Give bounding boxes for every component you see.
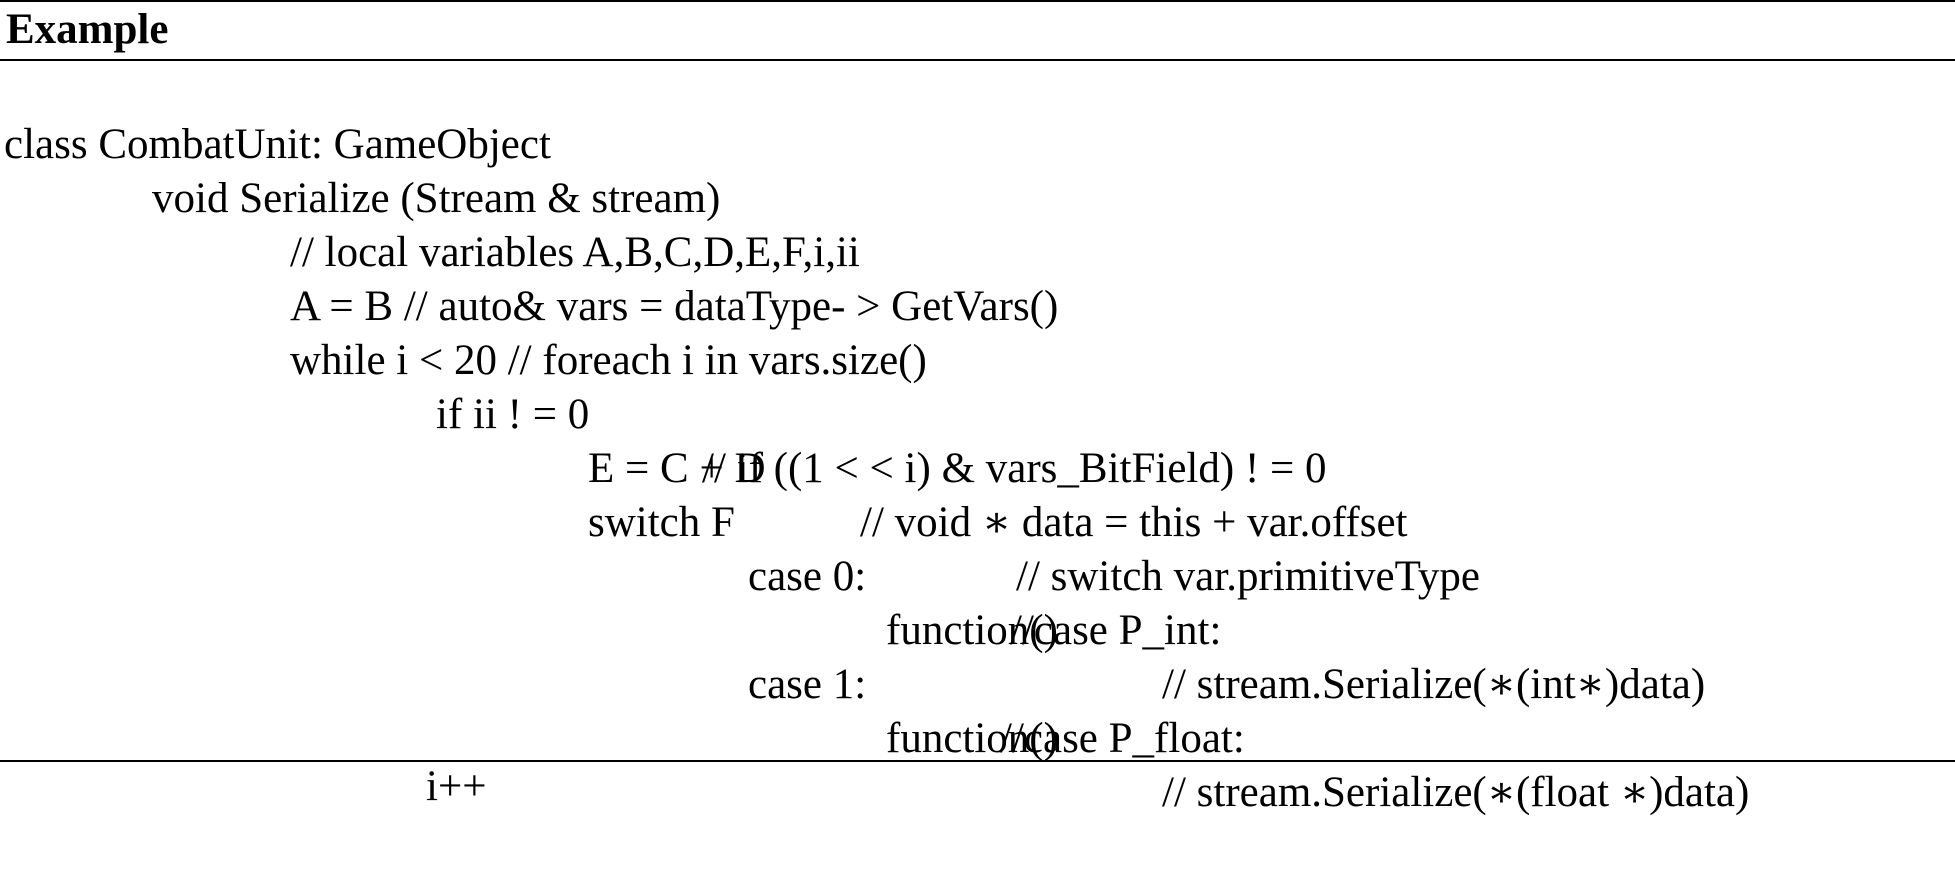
code-comment: // if ((1 < < i) & vars_BitField) ! = 0 [702,445,1327,492]
table-header-rule [0,59,1955,61]
code-line: class CombatUnit: GameObject [0,64,551,168]
code-text: case 1: [748,661,867,708]
code-comment: // stream.Serialize(∗(int∗)data) [1162,661,1706,708]
code-text: void Serialize (Stream & stream) [152,175,721,222]
code-text: function() [886,715,1058,762]
code-line: if ii ! = 0 // if ((1 < < i) & vars_BitF… [0,334,1327,492]
code-comment: // stream.Serialize(∗(float ∗)data) [1162,769,1750,816]
code-text: case 0: [748,553,867,600]
code-text: while i < 20 // foreach i in vars.size() [290,337,927,384]
code-comment: // switch var.primitiveType [1016,553,1480,600]
code-comment: //case P_float: [1000,715,1245,762]
code-line: function() // stream.Serialize(∗(int∗)da… [0,550,1705,708]
code-line: switch F // switch var.primitiveType [0,442,1480,600]
code-comment: //case P_int: [1010,607,1222,654]
code-text: E = C + D [588,445,766,492]
code-text: i++ [426,763,487,810]
table-top-rule [0,0,1955,2]
code-line: E = C + D // void ∗ data = this + var.of… [0,388,1407,546]
code-text: A = B // auto& vars = dataType- > GetVar… [290,283,1059,330]
code-text: function() [886,607,1058,654]
code-line: case 1: //case P_float: [0,604,1245,762]
code-text: // local variables A,B,C,D,E,F,i,ii [290,229,860,276]
code-text: class CombatUnit: GameObject [4,121,551,168]
code-line: A = B // auto& vars = dataType- > GetVar… [0,226,1058,330]
table-title: Example [6,6,169,53]
table-bottom-rule [0,760,1955,762]
code-line: // local variables A,B,C,D,E,F,i,ii [0,172,860,276]
code-comment: // void ∗ data = this + var.offset [860,499,1408,546]
code-line: case 0: //case P_int: [0,496,1221,654]
code-line: while i < 20 // foreach i in vars.size() [0,280,927,384]
code-line: i++ [0,706,486,810]
code-text: if ii ! = 0 [436,391,590,438]
code-line: void Serialize (Stream & stream) [0,118,720,222]
code-line: function() // stream.Serialize(∗(float ∗… [0,658,1749,816]
code-text: switch F [588,499,735,546]
